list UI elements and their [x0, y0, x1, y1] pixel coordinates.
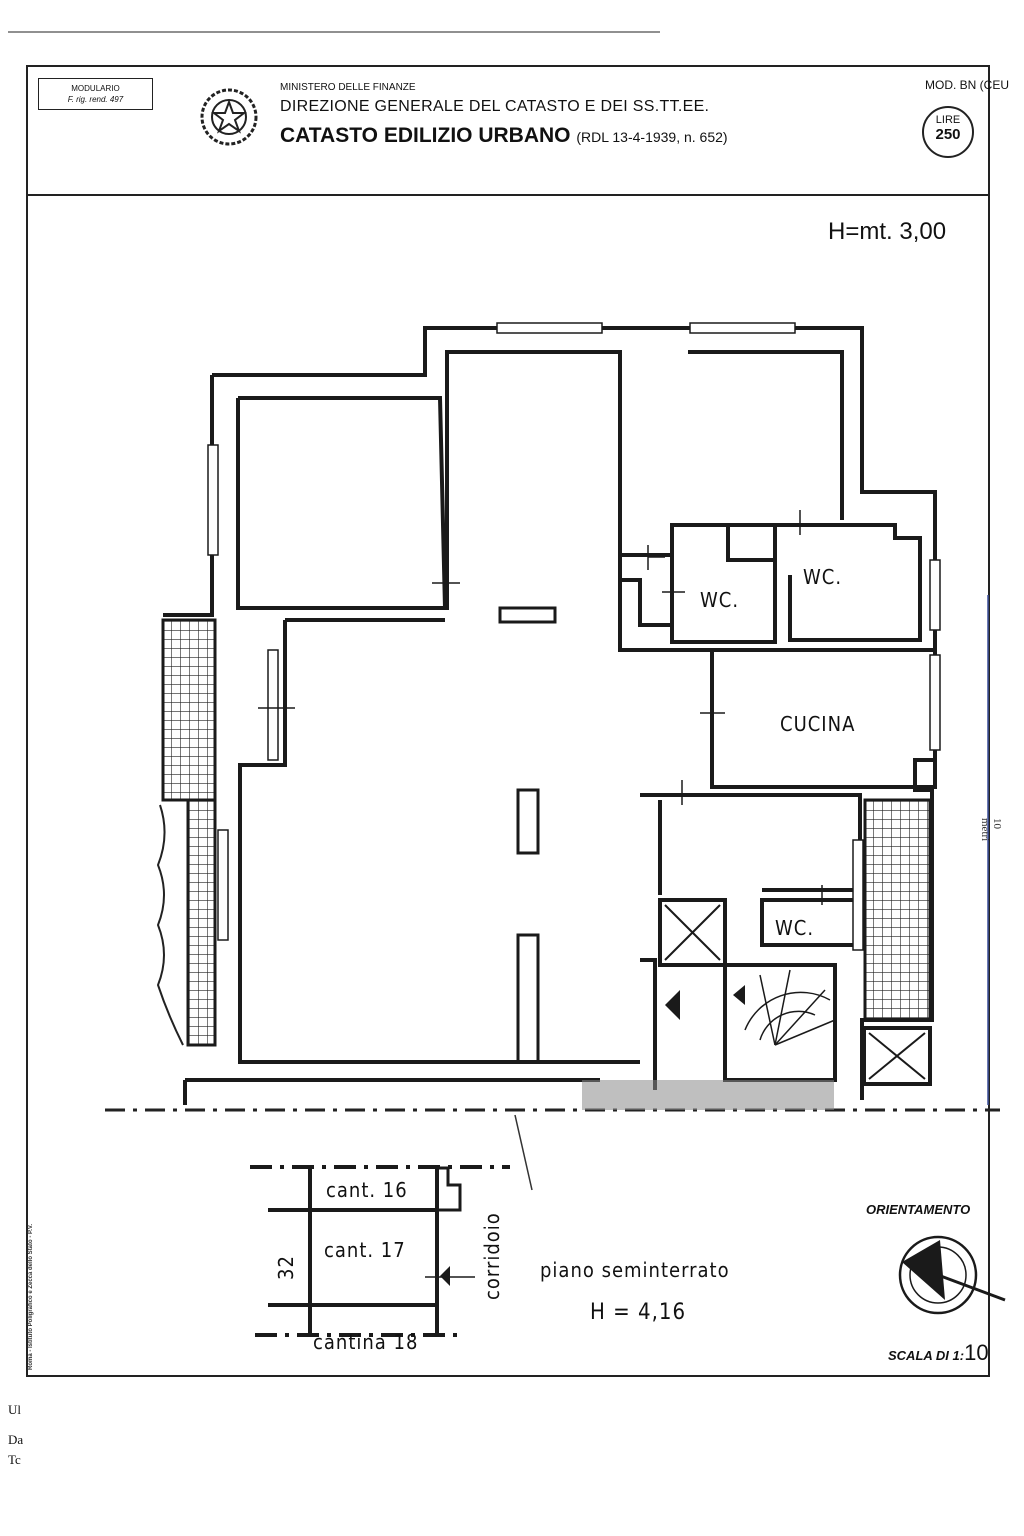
modulario-ref: F. rig. rend. 497 [67, 95, 124, 104]
corridor-label: corridoio [480, 1212, 504, 1300]
terrace-left-top [161, 618, 217, 802]
printer-note: Roma - Istituto Poligrafico e Zecca dell… [28, 1223, 34, 1370]
orientation-label: ORIENTAMENTO [866, 1202, 971, 1217]
stamp-value: 250 [935, 126, 961, 143]
room-label-kitchen: CUCINA [780, 712, 856, 736]
direction-label: DIREZIONE GENERALE DEL CATASTO E DEI SS.… [280, 98, 710, 115]
scale-value: 10 [964, 1340, 989, 1365]
room-label-wc-2: WC. [803, 565, 843, 589]
floor-name: piano seminterrato [540, 1258, 730, 1282]
windows [207, 322, 941, 951]
cellar-16-label: cant. 16 [326, 1178, 408, 1202]
sheet-frame [26, 65, 990, 1377]
scale-bar-label: 10 metri [979, 818, 1003, 842]
scale-text: SCALA DI 1: [888, 1348, 965, 1363]
stamp-currency: LIRE [935, 114, 961, 126]
text-fragment-1: Ul [8, 1402, 21, 1417]
room-label-wc-3: WC. [775, 916, 815, 940]
compass-icon [898, 1235, 1006, 1315]
italian-republic-emblem-icon [200, 88, 258, 146]
ministry-label: MINISTERO DELLE FINANZE [280, 82, 416, 93]
room-label-wc-1: WC. [700, 588, 740, 612]
elevator-icons [664, 904, 926, 1080]
model-code: MOD. BN (CEU [925, 78, 1009, 92]
text-fragment-3: Tc [8, 1452, 21, 1467]
tax-stamp: LIRE 250 [922, 106, 974, 158]
door-marks [258, 510, 823, 905]
basement-plan [250, 1165, 510, 1337]
cellar-17-label: cant. 17 [324, 1238, 406, 1262]
title-text: CATASTO EDILIZIO URBANO [280, 124, 571, 147]
document-title: CATASTO EDILIZIO URBANO (RDL 13-4-1939, … [280, 124, 728, 148]
dimension-label: 32 [274, 1255, 298, 1280]
planter-icon [156, 804, 184, 1046]
terrace-left-bottom [186, 798, 217, 1047]
spiral-stair-icon [744, 969, 836, 1046]
terrace-right [863, 798, 932, 1022]
walls [163, 326, 937, 1105]
scale-label: SCALA DI 1:10 [888, 1340, 989, 1366]
modulario-label: MODULARIO [71, 84, 120, 93]
blurred-region [582, 1080, 834, 1110]
law-reference: (RDL 13-4-1939, n. 652) [576, 129, 728, 145]
cellar-18-label: cantina 18 [313, 1330, 419, 1354]
entrance-arrow-icons [440, 985, 745, 1286]
ceiling-height: H=mt. 3,00 [828, 218, 947, 245]
basement-height: H = 4,16 [590, 1300, 687, 1325]
text-fragment-2: Da [8, 1432, 24, 1447]
modulario-box: MODULARIO F. rig. rend. 497 [38, 78, 153, 110]
